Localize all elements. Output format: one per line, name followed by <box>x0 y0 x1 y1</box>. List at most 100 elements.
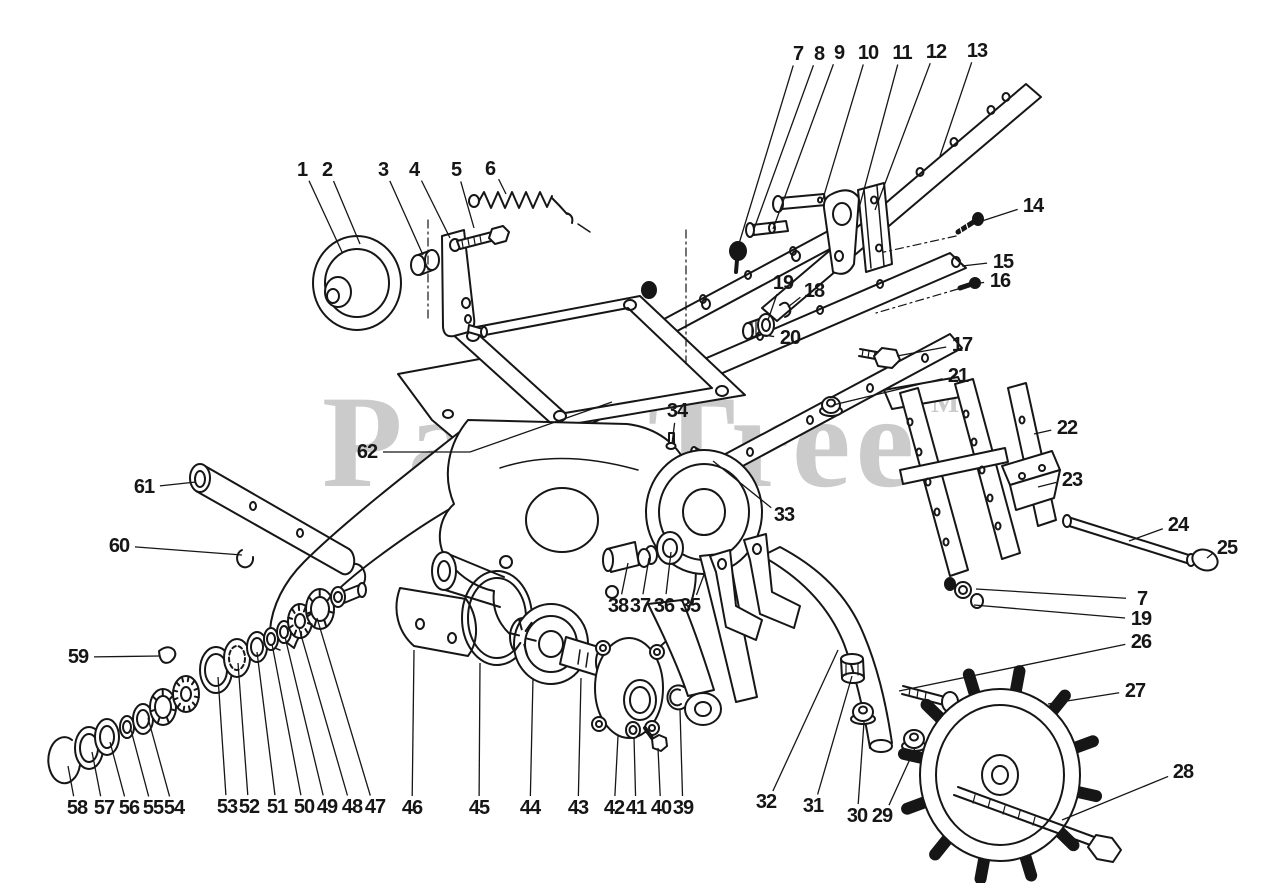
part-callout-54: 54 <box>164 797 186 819</box>
tooth-line <box>193 695 200 699</box>
leader-line-51 <box>256 651 276 796</box>
leader-line-59 <box>93 655 161 658</box>
l-bracket-front <box>743 533 801 629</box>
leader-line-19 <box>767 293 778 321</box>
tooth-line <box>180 675 185 683</box>
part-callout-34: 34 <box>667 400 689 422</box>
leader-line-40 <box>657 747 661 797</box>
part-callout-33: 33 <box>774 504 795 526</box>
reference-lines <box>427 219 959 369</box>
part-callout-10: 10 <box>858 42 879 64</box>
hinge-pin <box>745 220 789 238</box>
tooth-line <box>1018 848 1038 882</box>
tube-clip <box>236 549 255 569</box>
leader-line-12 <box>874 62 931 211</box>
part-callout-45: 45 <box>469 797 490 819</box>
tooth-line <box>306 612 312 618</box>
tooth-line <box>523 643 529 657</box>
leader-line-34 <box>671 422 676 445</box>
part-callout-47: 47 <box>365 796 386 818</box>
leader-line-50 <box>271 643 302 796</box>
wheel-bolt <box>953 786 1122 863</box>
channel-bracket <box>857 182 893 273</box>
leader-line-35 <box>695 571 706 596</box>
part-callout-30: 30 <box>847 805 868 827</box>
part-callout-19b: 19 <box>1131 608 1152 630</box>
part-callout-46: 46 <box>402 797 423 819</box>
tooth-line <box>307 595 314 603</box>
part-callout-53: 53 <box>217 796 238 818</box>
tooth-line <box>929 831 955 861</box>
idler-pulley <box>312 235 402 331</box>
main-pulley <box>602 449 763 575</box>
part-callout-44: 44 <box>520 797 542 819</box>
tooth-line <box>176 702 182 709</box>
tooth-line <box>1009 665 1026 699</box>
part-callout-59: 59 <box>68 646 89 668</box>
part-callout-25: 25 <box>1217 537 1238 559</box>
part-callout-23: 23 <box>1062 469 1083 491</box>
leader-line-6 <box>498 178 507 195</box>
flange-nut-upper <box>850 702 876 725</box>
leader-line-20 <box>756 333 775 338</box>
leader-line-36 <box>665 551 672 595</box>
tooth-line <box>172 697 179 701</box>
part-callout-3: 3 <box>378 159 389 181</box>
leader-line-5 <box>460 181 475 229</box>
tooth-line <box>193 687 200 691</box>
tooth-line <box>287 616 294 620</box>
part-callout-49: 49 <box>317 796 338 818</box>
tooth-line <box>172 689 179 693</box>
part-callout-16: 16 <box>990 270 1011 292</box>
part-callout-19: 19 <box>773 272 794 294</box>
leader-line-18 <box>787 296 801 308</box>
leader-line-44 <box>529 677 534 797</box>
tooth-line <box>191 701 197 707</box>
tooth-line <box>323 618 328 628</box>
part-callout-14: 14 <box>1023 195 1045 217</box>
part-callout-42: 42 <box>604 797 625 819</box>
leader-line-52 <box>237 662 249 796</box>
leader-line-13 <box>939 62 973 157</box>
cover-bolt <box>643 726 668 752</box>
leader-line-23 <box>1037 481 1057 488</box>
idler-spacer <box>410 249 440 276</box>
part-callout-11: 11 <box>892 42 912 64</box>
tooth-line <box>962 668 982 702</box>
l-bracket-rear <box>709 549 763 641</box>
tooth-line <box>524 621 533 633</box>
part-callout-27: 27 <box>1125 680 1146 702</box>
leader-line-21 <box>832 378 943 406</box>
input-shaft-stack <box>47 582 537 785</box>
part-callout-17: 17 <box>952 334 973 356</box>
bearing-cover-plate <box>591 637 665 739</box>
leader-line-48 <box>298 627 349 796</box>
part-callout-1: 1 <box>297 159 308 181</box>
tooth-line <box>517 617 523 631</box>
leader-line-31 <box>816 675 853 795</box>
leader-line-17 <box>896 346 947 357</box>
tooth-line <box>302 605 307 613</box>
part-callout-48: 48 <box>342 796 363 818</box>
transmission-housing <box>395 419 697 665</box>
part-callout-28: 28 <box>1173 761 1194 783</box>
retaining-ring <box>625 721 641 739</box>
part-callout-32: 32 <box>756 791 777 813</box>
tooth-line <box>974 851 991 883</box>
leader-line-14 <box>981 208 1018 222</box>
tooth-line <box>901 795 933 815</box>
leader-line-60 <box>134 546 243 556</box>
tooth-line <box>182 705 186 713</box>
leader-line-3 <box>389 180 424 256</box>
part-callout-26: 26 <box>1131 631 1152 653</box>
part-callout-21: 21 <box>948 365 969 387</box>
leader-line-32 <box>772 649 839 792</box>
leader-line-1 <box>308 180 343 253</box>
leader-line-47 <box>316 617 371 796</box>
clevis-pin <box>772 193 827 213</box>
tooth-line <box>1052 824 1080 852</box>
tooth-line <box>920 698 948 726</box>
leader-line-4 <box>420 180 451 239</box>
tooth-line <box>169 708 177 712</box>
